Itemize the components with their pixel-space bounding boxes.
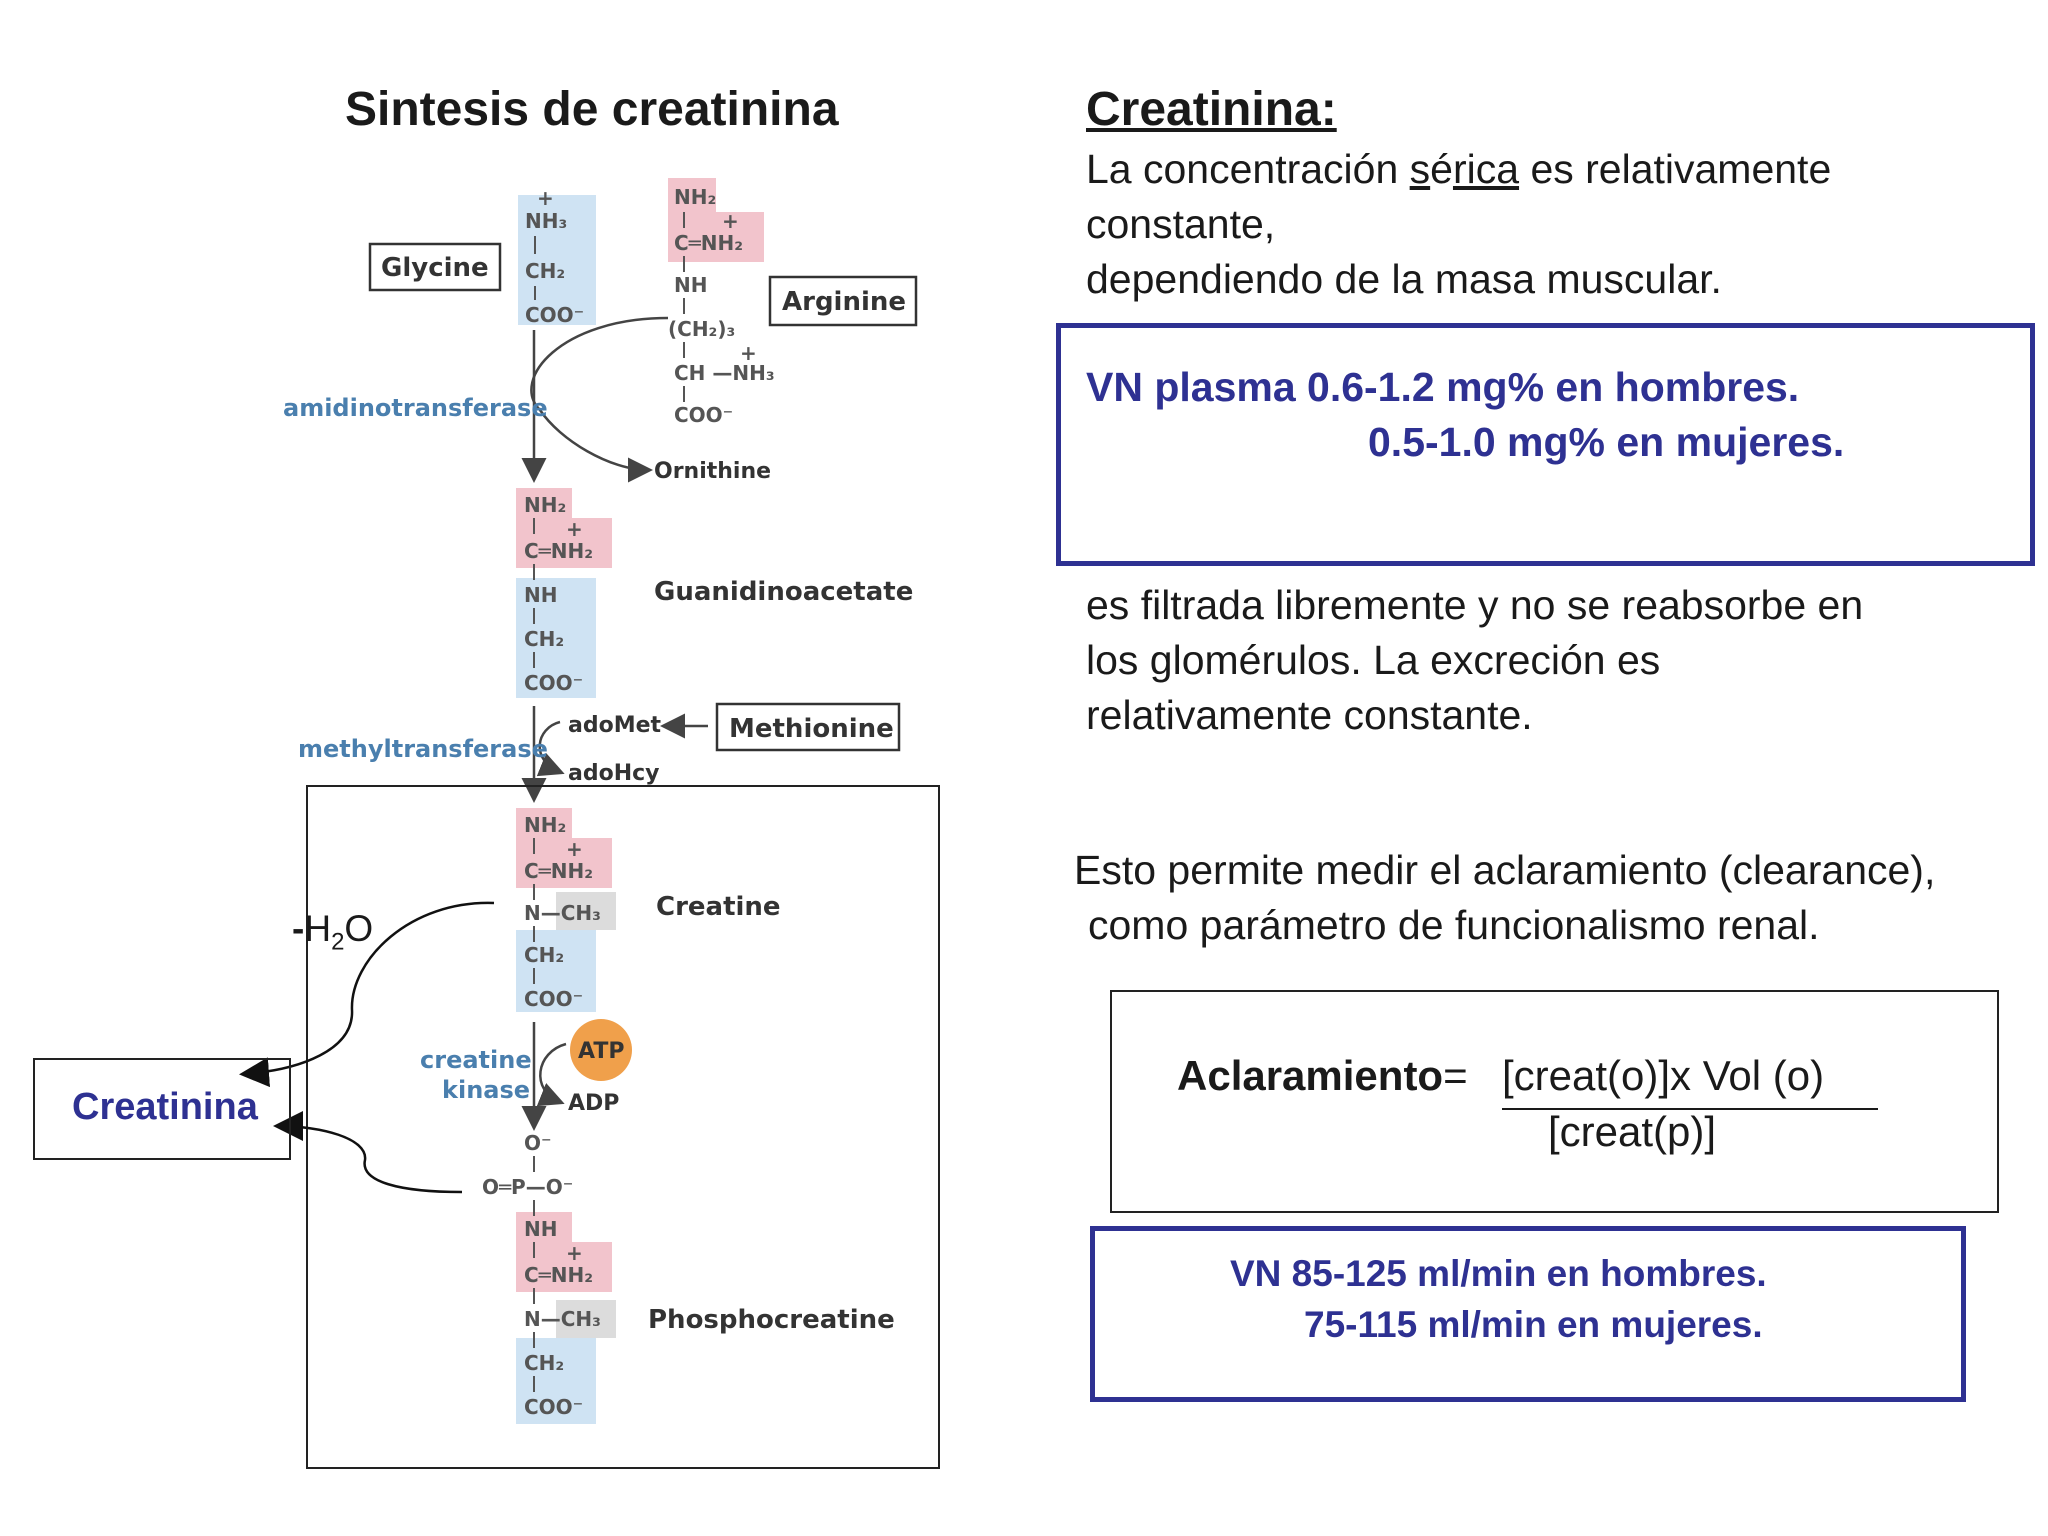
- clearance-description: Esto permite medir el aclaramiento (clea…: [1074, 843, 2044, 953]
- creatinina-box: [33, 1058, 291, 1160]
- vn-clearance-line-1: VN 85-125 ml/min en hombres.: [1230, 1253, 1767, 1294]
- methionine-label: Methionine: [729, 714, 894, 744]
- phosphocreatine-label: Phosphocreatine: [648, 1305, 895, 1335]
- phospho-blue: [516, 1338, 596, 1424]
- phosphocreatine-charge: +: [566, 1241, 583, 1265]
- creatine-label: Creatine: [656, 892, 781, 922]
- glycine-label: Glycine: [381, 253, 489, 283]
- arginine-nh2: NH₂: [674, 185, 716, 209]
- diagram-title: Sintesis de creatinina: [345, 83, 839, 136]
- guanidinoacetate-charge: +: [566, 517, 583, 541]
- arginine-charge-2: +: [740, 341, 757, 365]
- glycine-charge: +: [537, 186, 554, 210]
- adp-label: ADP: [568, 1091, 619, 1116]
- formula-denominator: [creat(p)]: [1548, 1108, 1717, 1155]
- adohcy-label: adoHcy: [568, 761, 660, 786]
- methyltransferase-label: methyltransferase: [298, 735, 548, 763]
- creatinina-heading: Creatinina:: [1086, 83, 1337, 136]
- creatine-nh2: NH₂: [524, 813, 566, 837]
- phosphate-o-p-o: O═P—O⁻: [482, 1175, 573, 1199]
- guanidino-blue: [516, 578, 596, 698]
- description-line-2: constante,: [1086, 201, 1276, 247]
- glycine-nh3: NH₃: [525, 209, 567, 233]
- phosphocreatine-coo: COO⁻: [524, 1395, 583, 1419]
- arginine-ch-nh3: CH —NH₃: [674, 361, 775, 385]
- guanidinoacetate-nh: NH: [524, 583, 557, 607]
- guanidino-pink-b: [516, 518, 612, 568]
- description-line-1: La concentración sérica es relativamente: [1086, 146, 1832, 192]
- phosphocreatine-to-creatinina-arrow: [273, 1111, 463, 1194]
- filtration-line-2: los glomérulos. La excreción es: [1086, 637, 1661, 683]
- creatine-kinase-label-1: creatine: [420, 1046, 532, 1074]
- creatine-kinase-label-2: kinase: [442, 1076, 530, 1104]
- guanidinoacetate-nh2: NH₂: [524, 493, 566, 517]
- formula-fraction-line: [1502, 1108, 1878, 1110]
- creatinina-description: La concentración sérica es relativamente…: [1086, 142, 1986, 307]
- guanidinoacetate-ch2: CH₂: [524, 627, 564, 651]
- formula-box: [1110, 990, 1999, 1213]
- arginine-ch2-3: (CH₂)₃: [668, 317, 735, 341]
- formula-label: Aclaramiento=: [1177, 1052, 1468, 1099]
- adomet-label: adoMet: [568, 713, 662, 738]
- phospho-pink-b: [516, 1242, 612, 1292]
- arginine-charge: +: [722, 209, 739, 233]
- arginine-coo: COO⁻: [674, 403, 733, 427]
- creatine-pink-b: [516, 838, 612, 888]
- phosphocreatine-ch2: CH₂: [524, 1351, 564, 1375]
- glycine-highlight: [518, 195, 596, 325]
- arginine-highlight-a: [668, 178, 716, 218]
- glycine-ch2: CH₂: [525, 259, 565, 283]
- clearance-line-1: Esto permite medir el aclaramiento (clea…: [1074, 847, 1936, 893]
- vn-clearance-line-2: 75-115 ml/min en mujeres.: [1304, 1304, 1763, 1345]
- clearance-line-2: como parámetro de funcionalismo renal.: [1088, 902, 1820, 948]
- amidinotransferase-label: amidinotransferase: [283, 394, 548, 422]
- arginine-label: Arginine: [782, 287, 906, 317]
- creatine-c-nh2: C═NH₂: [524, 859, 593, 883]
- arginine-c-nh2: C═NH₂: [674, 231, 743, 255]
- creatine-n-ch3: N—CH₃: [524, 901, 601, 925]
- creatine-charge: +: [566, 837, 583, 861]
- glycine-coo: COO⁻: [525, 303, 584, 327]
- vn-plasma-line-1: VN plasma 0.6-1.2 mg% en hombres.: [1086, 364, 1800, 410]
- creatine-grey: [556, 892, 616, 930]
- phosphocreatine-n-ch3: N—CH₃: [524, 1307, 601, 1331]
- description-line-3: dependiendo de la masa muscular.: [1086, 256, 1722, 302]
- phosphocreatine-nh: NH: [524, 1217, 557, 1241]
- filtration-line-3: relativamente constante.: [1086, 692, 1533, 738]
- water-loss-label: -H2O: [292, 908, 374, 956]
- creatine-coo: COO⁻: [524, 987, 583, 1011]
- atp-label: ATP: [578, 1039, 624, 1064]
- vn-plasma-line-2: 0.5-1.0 mg% en mujeres.: [1368, 419, 1845, 465]
- arginine-nh: NH: [674, 273, 707, 297]
- phospho-grey: [556, 1300, 616, 1338]
- creatinine-synthesis-diagram: + NH₃ CH₂ COO⁻ Glycine NH₂ + C═NH₂ NH (C…: [239, 178, 940, 1469]
- filtration-line-1: es filtrada libremente y no se reabsorbe…: [1086, 582, 1864, 628]
- phosphocreatine-c-nh2: C═NH₂: [524, 1263, 593, 1287]
- phosphate-o-minus: O⁻: [524, 1131, 552, 1155]
- vn-plasma-box: [1056, 323, 2035, 566]
- vn-clearance-box: [1090, 1226, 1966, 1402]
- atp-circle: [570, 1019, 632, 1081]
- filtration-description: es filtrada libremente y no se reabsorbe…: [1086, 578, 2036, 743]
- ornithine-label: Ornithine: [654, 459, 771, 484]
- creatine-blue: [516, 930, 596, 1012]
- guanidinoacetate-c-nh2: C═NH₂: [524, 539, 593, 563]
- formula-numerator: [creat(o)]x Vol (o): [1502, 1052, 1825, 1099]
- guanidinoacetate-label: Guanidinoacetate: [654, 577, 913, 607]
- guanidinoacetate-coo: COO⁻: [524, 671, 583, 695]
- creatine-ch2: CH₂: [524, 943, 564, 967]
- creatinina-label: Creatinina: [72, 1086, 258, 1128]
- creatine-frame-box: [306, 785, 940, 1469]
- creatine-to-creatinina-arrow: [239, 901, 495, 1088]
